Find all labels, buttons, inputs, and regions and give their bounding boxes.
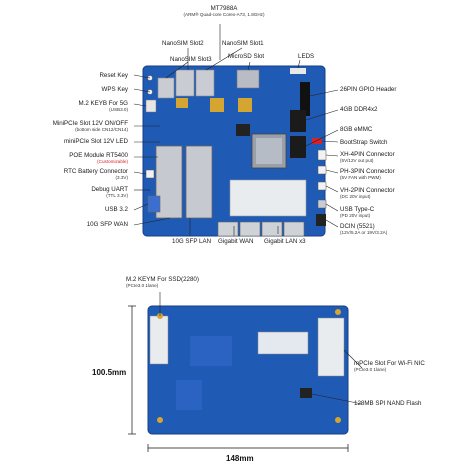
bottom-board xyxy=(147,305,349,435)
callout-10g-sfp-lan: 10G SFP LAN xyxy=(172,238,212,245)
callout-spi-nand: 128MB SPI NAND Flash xyxy=(354,400,422,407)
callout-m2-keyb: M.2 KEYB For 5G (USB3.0) xyxy=(78,100,128,112)
callout-wps-key: WPS Key xyxy=(101,86,128,93)
callout-10g-sfp-wan: 10G SFP WAN xyxy=(86,221,128,228)
dimension-lines xyxy=(128,305,349,452)
callout-debug-uart: Debug UART (TTL 3.3V) xyxy=(91,186,128,198)
callout-reset-key: Reset Key xyxy=(99,72,128,79)
callout-m2-keym: M.2 KEYM For SSD(2280) (PCIe3.0 1lane) xyxy=(126,276,199,288)
callout-emmc: 8GB eMMC xyxy=(340,126,373,133)
callout-gigabit-lan: Gigabit LAN x3 xyxy=(264,238,306,245)
callout-gpio-header: 26PIN GPIO Header xyxy=(340,86,397,93)
callout-dcin: DCIN (5521) (12V/5.2A or 19V/3.2A) xyxy=(340,223,388,235)
callout-usb-type-c: USB Type-C (PD 20V input) xyxy=(340,206,375,218)
callout-minipcie-onoff: MiniPCIe Slot 12V ON/OFF (bottom side CN… xyxy=(52,120,128,132)
callout-gigabit-wan: Gigabit WAN xyxy=(218,238,254,245)
callout-bootstrap-switch: BootStrap Switch xyxy=(340,139,388,146)
callout-mpcie-wifi: mPCIe Slot For Wi-Fi NIC (PCIe3.0 1lane) xyxy=(354,360,425,372)
callout-usb32: USB 3.2 xyxy=(104,206,128,213)
leader-lines xyxy=(133,24,339,236)
callout-minipcie-led: miniPCIe Slot 12V LED xyxy=(64,138,128,145)
callout-sub: (ARM® Quad-core Corex-A73, 1.8GHz) xyxy=(183,12,265,17)
callout-poe-module: POE Module RT5400 (Customizable) xyxy=(69,152,128,164)
callout-vh-2pin: VH-2PIN Connector (DC 20V input) xyxy=(340,187,395,199)
callout-soc: MT7988A (ARM® Quad-core Corex-A73, 1.8GH… xyxy=(175,5,273,17)
dimension-width: 148mm xyxy=(226,454,254,463)
callout-rtc-battery: RTC Battery Connector (3.3V) xyxy=(63,168,128,180)
dimension-height: 100.5mm xyxy=(92,368,127,377)
callout-leds: LEDS xyxy=(298,53,315,60)
callout-xh-4pin: XH-4PIN Connector (5V/12V out put) xyxy=(340,151,395,163)
leader-lines-bottom xyxy=(159,292,363,405)
top-board xyxy=(142,65,327,237)
callout-ph-3pin: PH-3PIN Connector (5V FAN with PWM) xyxy=(340,168,395,180)
callout-nanosim-1: NanoSIM Slot1 xyxy=(222,40,264,47)
callout-nanosim-2: NanoSIM Slot2 xyxy=(162,40,204,47)
callout-title: MT7988A xyxy=(210,5,238,12)
callout-ddr4: 4GB DDR4x2 xyxy=(340,106,378,113)
callout-microsd: MicroSD Slot xyxy=(228,53,265,60)
callout-nanosim-3: NanoSIM Slot3 xyxy=(170,56,212,63)
